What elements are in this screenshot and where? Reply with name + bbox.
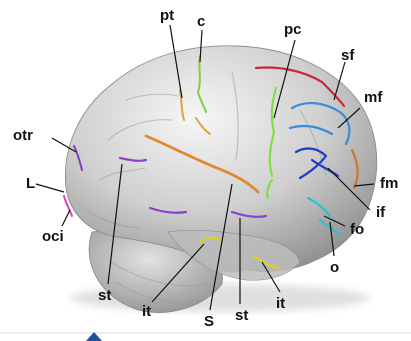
label-fm: fm: [380, 176, 398, 191]
label-mf: mf: [364, 90, 382, 105]
label-L: L: [26, 176, 35, 191]
label-pt: pt: [160, 8, 174, 23]
label-st-center: st: [235, 308, 248, 323]
label-st-left: st: [98, 288, 111, 303]
label-otr: otr: [13, 128, 33, 143]
label-if: if: [376, 205, 385, 220]
label-S: S: [204, 314, 214, 329]
label-pc: pc: [284, 22, 302, 37]
label-oci: oci: [42, 229, 64, 244]
label-sf: sf: [341, 48, 354, 63]
label-c: c: [197, 14, 205, 29]
label-it-right: it: [276, 296, 285, 311]
label-it-left: it: [142, 304, 151, 319]
label-fo: fo: [350, 222, 364, 237]
label-o: o: [330, 260, 339, 275]
